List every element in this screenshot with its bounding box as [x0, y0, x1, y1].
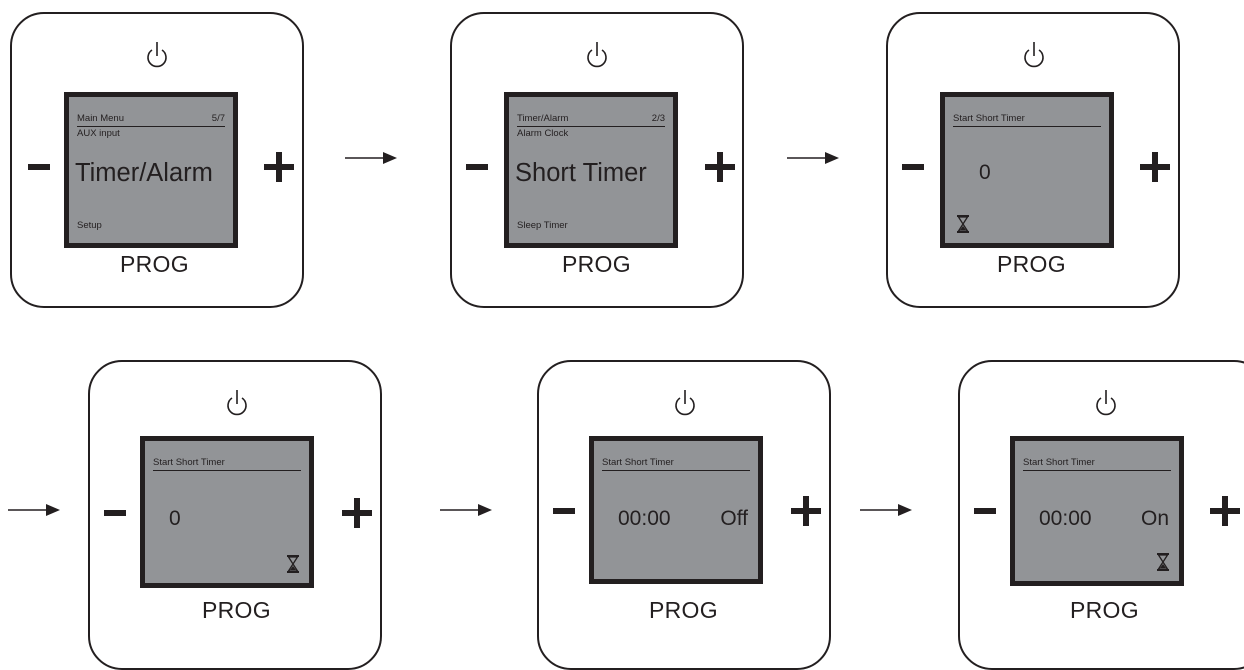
plus-icon[interactable] — [791, 496, 821, 526]
hourglass-icon — [287, 555, 299, 573]
lcd-screen: Timer/Alarm 2/3 Alarm Clock Short Timer … — [504, 92, 678, 248]
minus-icon[interactable] — [104, 510, 126, 516]
timer-time: 00:00 — [618, 507, 671, 530]
plus-icon[interactable] — [1210, 496, 1240, 526]
lcd-screen: Start Short Timer 0 — [940, 92, 1114, 248]
power-icon[interactable] — [673, 388, 697, 418]
lcd-screen: Start Short Timer 00:00 On — [1010, 436, 1184, 586]
arrow-right-icon — [860, 502, 912, 518]
timer-state: Off — [720, 507, 748, 530]
minus-icon[interactable] — [28, 164, 50, 170]
minus-icon[interactable] — [466, 164, 488, 170]
timer-value: 0 — [169, 507, 181, 530]
screen-header: Start Short Timer — [153, 456, 301, 471]
screen-header: Start Short Timer — [602, 456, 750, 471]
lcd-screen: Start Short Timer 0 — [140, 436, 314, 588]
arrow-right-icon — [787, 150, 839, 166]
current-menu-item: Timer/Alarm — [75, 159, 213, 187]
device-panel-4: Start Short Timer 0 PROG — [88, 360, 382, 670]
device-panel-3: Start Short Timer 0 PROG — [886, 12, 1180, 308]
prog-button[interactable]: PROG — [562, 251, 631, 277]
timer-value: 0 — [979, 161, 991, 184]
device-panel-1: Main Menu 5/7 AUX input Timer/Alarm Setu… — [10, 12, 304, 308]
device-panel-6: Start Short Timer 00:00 On PROG — [958, 360, 1244, 670]
arrow-right-icon — [440, 502, 492, 518]
header-title: Start Short Timer — [153, 457, 225, 468]
next-menu-item: Setup — [77, 220, 102, 231]
minus-icon[interactable] — [902, 164, 924, 170]
header-title: Main Menu — [77, 113, 124, 124]
header-page-indicator: 5/7 — [211, 113, 225, 124]
plus-icon[interactable] — [342, 498, 372, 528]
prog-button[interactable]: PROG — [649, 597, 718, 623]
header-page-indicator: 2/3 — [651, 113, 665, 124]
minus-icon[interactable] — [553, 508, 575, 514]
previous-menu-item: Alarm Clock — [517, 128, 569, 139]
device-panel-2: Timer/Alarm 2/3 Alarm Clock Short Timer … — [450, 12, 744, 308]
prog-button[interactable]: PROG — [997, 251, 1066, 277]
power-icon[interactable] — [1094, 388, 1118, 418]
hourglass-icon — [957, 215, 969, 233]
prog-button[interactable]: PROG — [202, 597, 271, 623]
previous-menu-item: AUX input — [77, 128, 120, 139]
hourglass-icon — [1157, 553, 1169, 571]
screen-header: Timer/Alarm 2/3 — [517, 112, 665, 127]
arrow-right-icon — [8, 502, 60, 518]
screen-header: Start Short Timer — [1023, 456, 1171, 471]
lcd-screen: Start Short Timer 00:00 Off — [589, 436, 763, 584]
header-title: Start Short Timer — [602, 457, 674, 468]
prog-button[interactable]: PROG — [1070, 597, 1139, 623]
lcd-screen: Main Menu 5/7 AUX input Timer/Alarm Setu… — [64, 92, 238, 248]
device-panel-5: Start Short Timer 00:00 Off PROG — [537, 360, 831, 670]
current-menu-item: Short Timer — [515, 159, 647, 187]
minus-icon[interactable] — [974, 508, 996, 514]
header-title: Timer/Alarm — [517, 113, 569, 124]
power-icon[interactable] — [1022, 40, 1046, 70]
timer-state: On — [1140, 507, 1169, 530]
power-icon[interactable] — [145, 40, 169, 70]
screen-header: Start Short Timer — [953, 112, 1101, 127]
power-icon[interactable] — [225, 388, 249, 418]
plus-icon[interactable] — [1140, 152, 1170, 182]
timer-time: 00:00 — [1039, 507, 1092, 530]
next-menu-item: Sleep Timer — [517, 220, 568, 231]
plus-icon[interactable] — [264, 152, 294, 182]
prog-button[interactable]: PROG — [120, 251, 189, 277]
power-icon[interactable] — [585, 40, 609, 70]
header-title: Start Short Timer — [1023, 457, 1095, 468]
plus-icon[interactable] — [705, 152, 735, 182]
arrow-right-icon — [345, 150, 397, 166]
header-title: Start Short Timer — [953, 113, 1025, 124]
screen-header: Main Menu 5/7 — [77, 112, 225, 127]
